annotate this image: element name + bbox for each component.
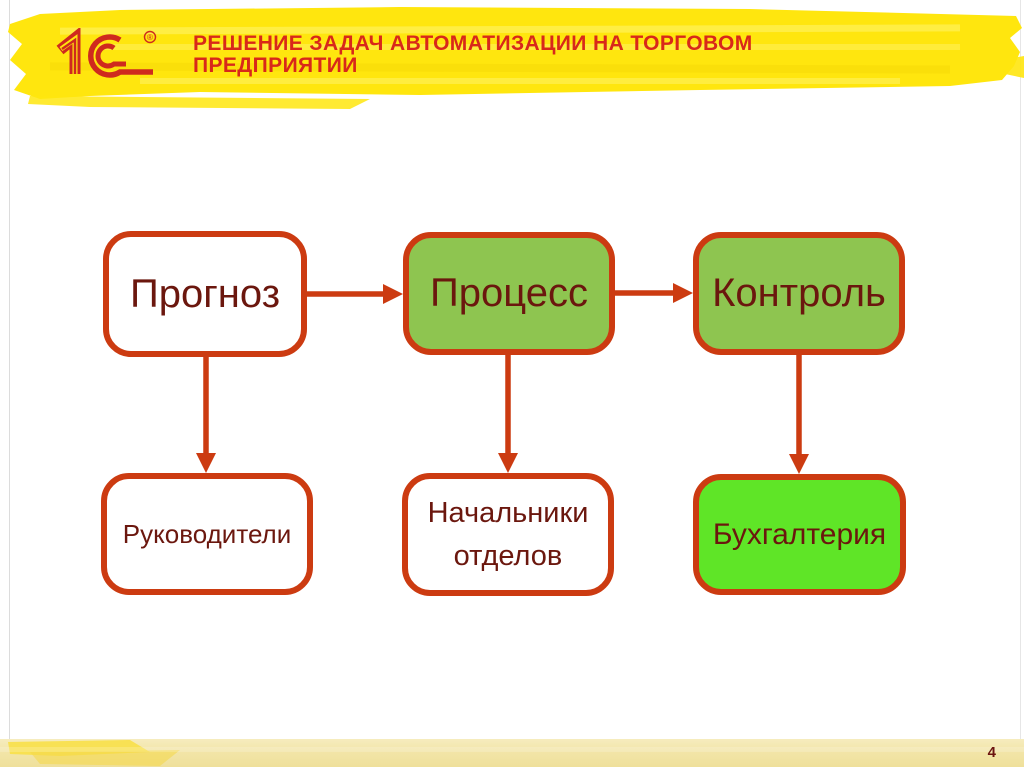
arrowhead-down-2 xyxy=(498,453,518,473)
node-label: Контроль xyxy=(712,271,886,315)
registered-mark: ® xyxy=(147,33,153,42)
slide-left-edge xyxy=(9,0,10,767)
node-label: Прогноз xyxy=(129,271,281,316)
footer-highlight-streaks xyxy=(0,740,1024,766)
node-prognoz: Прогноз xyxy=(103,231,307,357)
slide-title: РЕШЕНИЕ ЗАДАЧ АВТОМАТИЗАЦИИ НА ТОРГОВОМ … xyxy=(193,33,913,77)
node-buhgalteriya: Бухгалтерия xyxy=(693,474,906,595)
node-process: Процесс xyxy=(403,232,615,355)
page-number: 4 xyxy=(987,744,996,761)
arrowhead-right-2 xyxy=(673,283,693,303)
node-nachalniki-otdelov: Начальники отделов xyxy=(402,473,614,596)
node-label: Бухгалтерия xyxy=(712,517,887,551)
arrowhead-right-1 xyxy=(383,284,403,304)
footer-bar: 4 xyxy=(0,739,1024,767)
slide-title-line-2: ПРЕДПРИЯТИИ xyxy=(193,54,358,77)
slide-right-edge xyxy=(1020,0,1021,767)
arrowhead-down-1 xyxy=(196,453,216,473)
node-label: Процесс xyxy=(430,271,588,315)
node-label: Начальники отделов xyxy=(427,497,589,572)
node-rukovoditeli: Руководители xyxy=(101,473,313,595)
node-label: Руководители xyxy=(122,518,292,549)
node-kontrol: Контроль xyxy=(693,232,905,355)
1c-logo-icon: ® xyxy=(56,28,157,78)
slide-title-line-1: РЕШЕНИЕ ЗАДАЧ АВТОМАТИЗАЦИИ НА ТОРГОВОМ xyxy=(193,32,753,55)
arrowhead-down-3 xyxy=(789,454,809,474)
highlighter-banner xyxy=(8,7,1024,109)
